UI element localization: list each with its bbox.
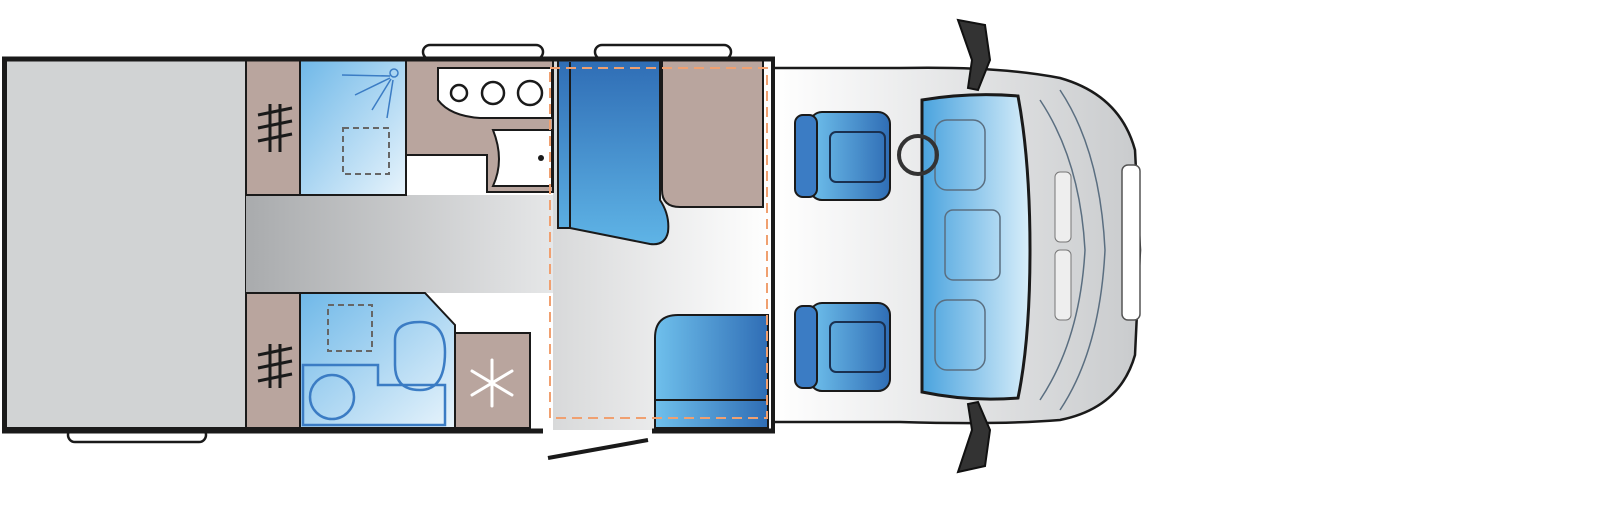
snowflake-icon [470, 358, 514, 408]
bench-top [557, 59, 670, 246]
shower-icon [341, 68, 399, 119]
mirror-bottom [956, 400, 992, 474]
hanger-icon [257, 104, 293, 152]
bathroom [299, 292, 456, 429]
hob-icon [437, 67, 553, 119]
wardrobe-top [245, 59, 301, 196]
drop-down-bed [549, 67, 768, 419]
cab-seat-passenger [794, 302, 891, 392]
dinette [549, 59, 769, 429]
basin-icon [308, 373, 356, 421]
fridge [454, 332, 531, 429]
shower [299, 59, 407, 196]
garage [5, 59, 247, 429]
grille [1121, 164, 1141, 321]
cab-seat-driver [794, 111, 891, 201]
steering-wheel [897, 134, 939, 176]
walls [2, 56, 775, 460]
windshield [920, 93, 1032, 401]
sink-icon [491, 129, 553, 187]
cab [771, 18, 1142, 474]
hanger-icon [257, 344, 293, 388]
table [661, 59, 764, 208]
entry-door[interactable] [547, 438, 649, 460]
corridor-floor [246, 195, 554, 293]
kitchen [405, 59, 554, 193]
mirror-top [956, 18, 992, 92]
bench-bottom [654, 314, 769, 429]
wardrobe-bottom [245, 292, 301, 429]
